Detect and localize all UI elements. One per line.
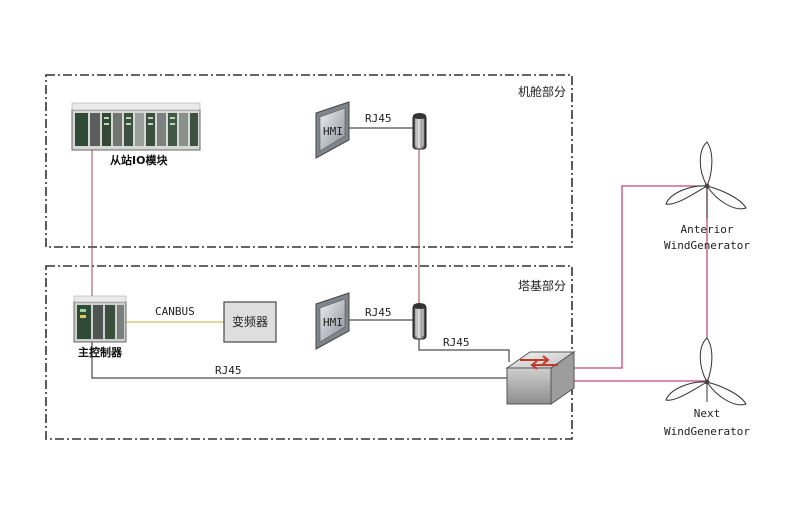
hmi-bottom[interactable]: HMI xyxy=(315,292,350,350)
rj45-controller-label: RJ45 xyxy=(215,364,242,377)
tower-base-zone: 塔基部分 xyxy=(45,265,573,440)
network-switch[interactable] xyxy=(505,351,576,405)
next-turbine-label-line2: WindGenerator xyxy=(664,425,750,438)
slave-io-module[interactable]: 从站IO模块 xyxy=(71,102,201,167)
next-turbine-label-line1: Next xyxy=(694,407,721,420)
wiring xyxy=(91,127,708,382)
inverter-label: 变频器 xyxy=(232,314,268,329)
switch-arrows-icon xyxy=(520,355,558,370)
nacelle-zone-label: 机舱部分 xyxy=(518,84,566,99)
rj45-switch-label: RJ45 xyxy=(443,336,470,349)
anterior-wind-turbine[interactable]: Anterior WindGenerator xyxy=(664,141,750,252)
hmi-bottom-label: HMI xyxy=(323,316,343,329)
hmi-top[interactable]: HMI xyxy=(315,101,350,159)
rj45-top-label: RJ45 xyxy=(365,112,392,125)
nacelle-zone: 机舱部分 xyxy=(45,74,573,248)
anterior-turbine-label-line2: WindGenerator xyxy=(664,239,750,252)
tower-base-zone-label: 塔基部分 xyxy=(518,278,566,293)
anterior-turbine-label-line1: Anterior xyxy=(681,223,734,236)
turbine-blades-icon xyxy=(665,337,747,406)
next-wind-turbine[interactable]: Next WindGenerator xyxy=(664,337,750,438)
hub-bottom[interactable] xyxy=(412,303,427,340)
inverter[interactable]: 变频器 xyxy=(223,301,277,343)
hmi-top-label: HMI xyxy=(323,125,343,138)
main-controller-label: 主控制器 xyxy=(78,345,123,359)
controller-to-switch-wire xyxy=(91,342,508,379)
main-controller[interactable]: 主控制器 xyxy=(73,295,127,359)
canbus-label: CANBUS xyxy=(155,305,195,318)
hub-top[interactable] xyxy=(412,113,427,150)
turbine-blades-icon xyxy=(665,141,747,210)
rj45-bottom-label: RJ45 xyxy=(365,306,392,319)
hub-to-switch-wire xyxy=(418,338,510,362)
switch-to-anterior-wire xyxy=(572,185,708,369)
slave-io-module-label: 从站IO模块 xyxy=(110,153,168,167)
